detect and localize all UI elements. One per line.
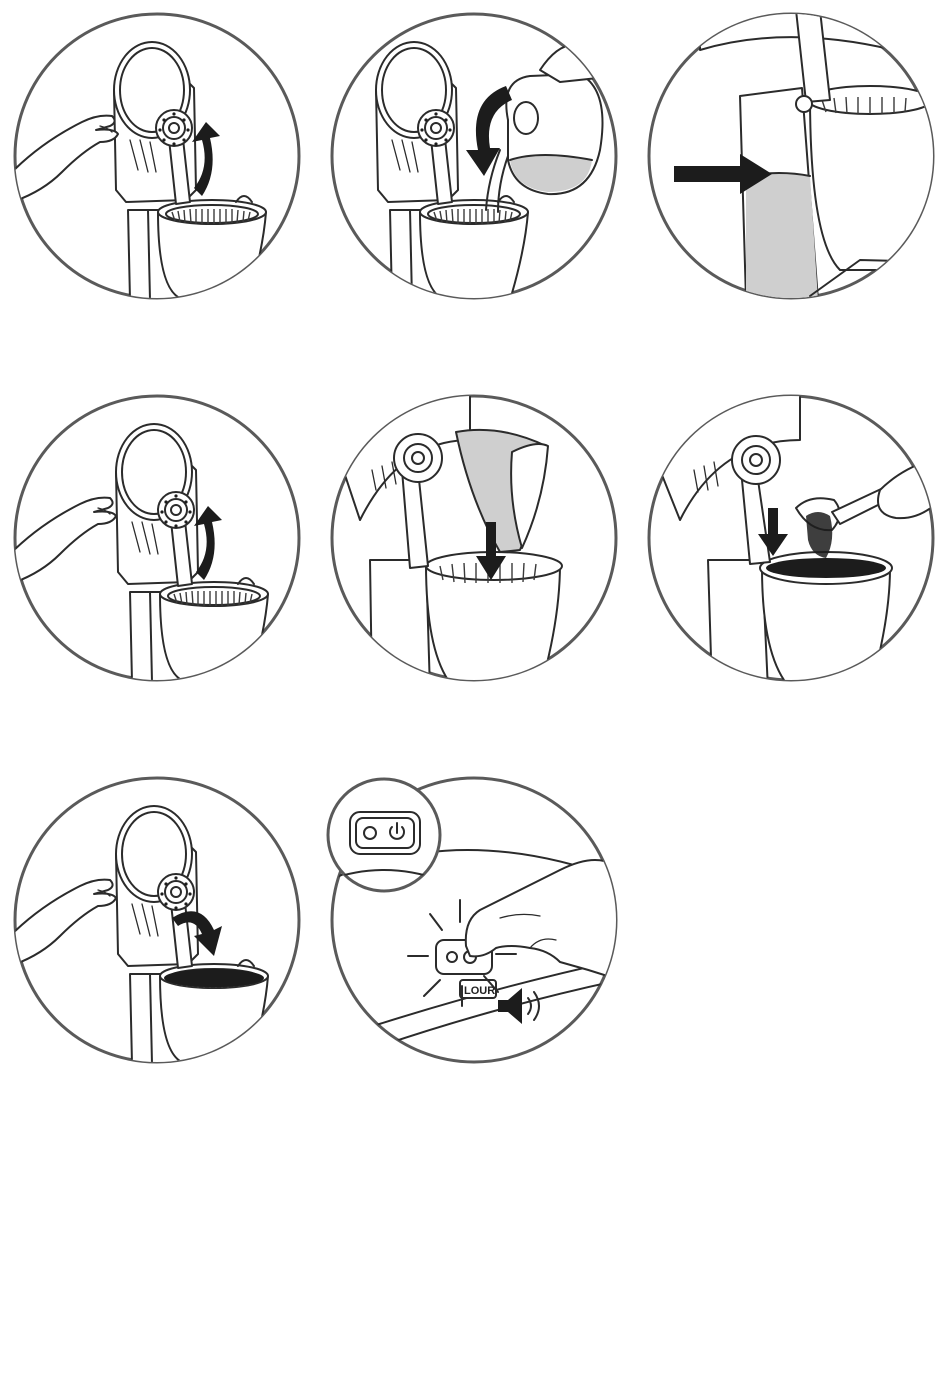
step-3-panel xyxy=(649,10,940,300)
power-button-inset xyxy=(328,779,440,891)
step-4-panel xyxy=(10,396,299,682)
step-6-panel xyxy=(649,392,940,690)
step-7-panel xyxy=(10,778,299,1064)
indicator-light-zoom xyxy=(364,827,376,839)
lour-button-label: LOUR xyxy=(464,985,495,997)
step-1-panel xyxy=(12,14,299,300)
step-2-panel xyxy=(332,14,616,300)
step-8-panel: LOUR xyxy=(328,778,620,1062)
indicator-light xyxy=(447,952,457,962)
step-5-panel xyxy=(332,390,616,690)
